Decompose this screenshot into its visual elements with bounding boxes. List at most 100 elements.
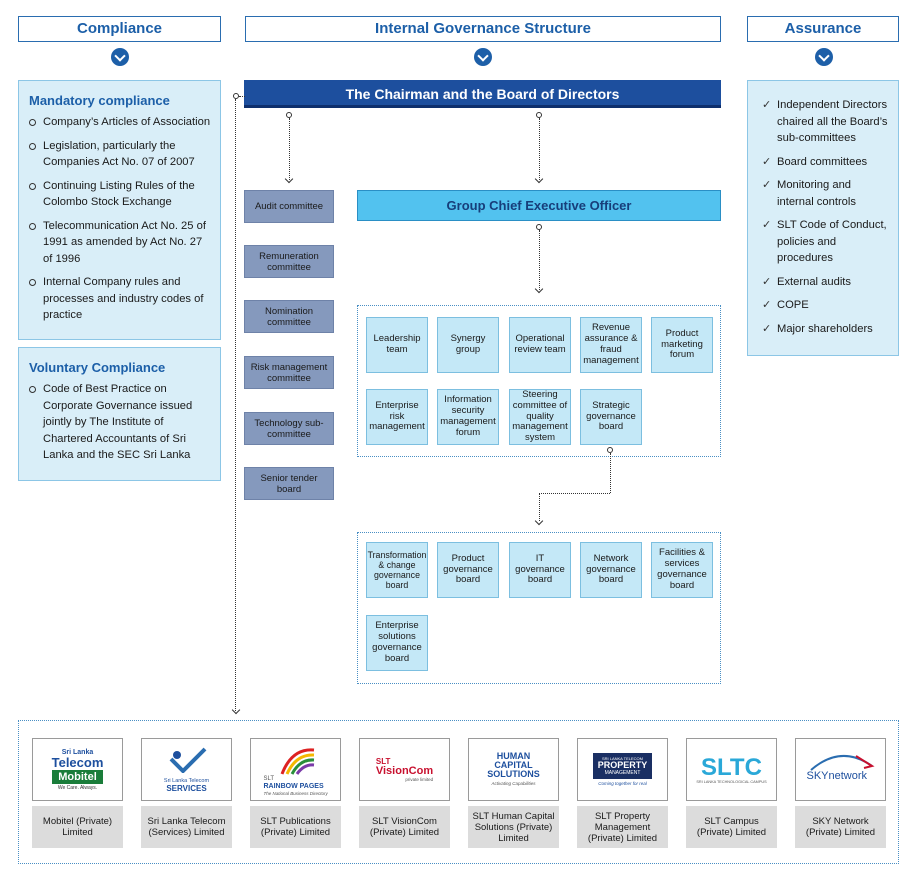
list-item: Board committees bbox=[762, 154, 890, 171]
connector-line bbox=[539, 118, 540, 180]
committee-box: Technology sub-committee bbox=[244, 412, 334, 445]
sltc-logo: SLTC SRI LANKA TECHNOLOGICAL CAMPUS bbox=[686, 738, 777, 801]
list-item: Telecommunication Act No. 25 of 1991 as … bbox=[29, 218, 212, 268]
logo-text: SKYnetwork bbox=[806, 769, 868, 782]
logo-text: SRI LANKA TELECOM bbox=[601, 756, 644, 761]
logo-text: Coming together for real bbox=[598, 781, 647, 786]
committee-box: Risk management committee bbox=[244, 356, 334, 389]
connector-line bbox=[539, 493, 540, 521]
logo-text: CAPITAL bbox=[494, 759, 533, 770]
committee-box: Audit committee bbox=[244, 190, 334, 223]
forum-box: Operational review team bbox=[509, 317, 571, 373]
governance-board-box: Enterprise solutions governance board bbox=[366, 615, 428, 671]
logo-text: Activating Capabilities bbox=[491, 780, 536, 786]
board-of-directors-box: The Chairman and the Board of Directors bbox=[244, 80, 721, 108]
chevron-down-icon bbox=[815, 48, 833, 66]
governance-board-box: Product governance board bbox=[437, 542, 499, 598]
mandatory-compliance-title: Mandatory compliance bbox=[29, 93, 170, 108]
governance-board-box: Facilities & services governance board bbox=[651, 542, 713, 598]
mandatory-compliance-panel: Mandatory compliance Company’s Articles … bbox=[18, 80, 221, 340]
logo-text: SLTC bbox=[701, 753, 762, 781]
governance-board-box: Network governance board bbox=[580, 542, 642, 598]
arrow-down-icon bbox=[534, 284, 544, 294]
forum-box: Leadership team bbox=[366, 317, 428, 373]
assurance-header: Assurance bbox=[747, 16, 899, 42]
connector-node bbox=[536, 224, 542, 230]
connector-node bbox=[607, 447, 613, 453]
forums-group bbox=[357, 305, 721, 457]
slt-services-logo: Sri Lanka Telecom SERVICES bbox=[141, 738, 232, 801]
connector-line bbox=[539, 230, 540, 290]
voluntary-compliance-title: Voluntary Compliance bbox=[29, 360, 166, 375]
logo-text: MANAGEMENT bbox=[604, 770, 641, 776]
committee-box: Nomination committee bbox=[244, 300, 334, 333]
connector-line bbox=[235, 99, 236, 711]
logo-text: SLT bbox=[375, 756, 391, 766]
arrow-down-icon bbox=[534, 516, 544, 526]
forum-box: Enterprise risk management bbox=[366, 389, 428, 445]
logo-text: SLT bbox=[263, 775, 275, 782]
human-capital-solutions-logo: HUMAN CAPITAL SOLUTIONS Activating Capab… bbox=[468, 738, 559, 801]
list-item: COPE bbox=[762, 297, 890, 314]
voluntary-compliance-panel: Voluntary Compliance Code of Best Practi… bbox=[18, 347, 221, 481]
logo-text: The National Business Directory bbox=[263, 790, 328, 796]
compliance-header: Compliance bbox=[18, 16, 221, 42]
governance-boards-group bbox=[357, 532, 721, 684]
ceo-box: Group Chief Executive Officer bbox=[357, 190, 721, 221]
slt-services-mark-icon bbox=[169, 747, 206, 774]
visioncom-logo: SLT VisionCom private limited bbox=[359, 738, 450, 801]
list-item: Independent Directors chaired all the Bo… bbox=[762, 97, 890, 147]
logo-text: VisionCom bbox=[375, 764, 434, 777]
list-item: Code of Best Practice on Corporate Gover… bbox=[29, 381, 212, 464]
logo-text: Sri Lanka Telecom bbox=[163, 777, 210, 784]
forum-box: Revenue assurance & fraud management bbox=[580, 317, 642, 373]
logo-text: SRI LANKA TECHNOLOGICAL CAMPUS bbox=[696, 779, 767, 784]
logo-text: Mobitel bbox=[51, 769, 104, 784]
governance-header: Internal Governance Structure bbox=[245, 16, 721, 42]
subsidiary-caption: SLT Human Capital Solutions (Private) Li… bbox=[468, 806, 559, 848]
arrow-down-icon bbox=[534, 174, 544, 184]
list-item: Legislation, particularly the Companies … bbox=[29, 138, 212, 171]
forum-box: Synergy group bbox=[437, 317, 499, 373]
governance-board-box: IT governance board bbox=[509, 542, 571, 598]
list-item: External audits bbox=[762, 274, 890, 291]
connector-line bbox=[289, 118, 290, 180]
list-item: Internal Company rules and processes and… bbox=[29, 274, 212, 324]
logo-text: PROPERTY bbox=[597, 760, 648, 770]
connector-line bbox=[539, 493, 610, 494]
logo-text: RAINBOW PAGES bbox=[263, 782, 324, 790]
committee-box: Remuneration committee bbox=[244, 245, 334, 278]
logo-text: We Care. Always. bbox=[57, 784, 98, 791]
voluntary-compliance-list: Code of Best Practice on Corporate Gover… bbox=[29, 381, 212, 464]
assurance-list: Independent Directors chaired all the Bo… bbox=[762, 97, 890, 337]
logo-text: SERVICES bbox=[166, 783, 207, 793]
connector-node bbox=[233, 93, 239, 99]
logo-text: SOLUTIONS bbox=[487, 768, 540, 779]
rainbow-pages-mark-icon bbox=[280, 747, 314, 775]
subsidiary-caption: SLT Publications (Private) Limited bbox=[250, 806, 341, 848]
property-management-logo: SRI LANKA TELECOM PROPERTY MANAGEMENT Co… bbox=[577, 738, 668, 801]
chevron-down-icon bbox=[111, 48, 129, 66]
forum-box: Information security management forum bbox=[437, 389, 499, 445]
list-item: Continuing Listing Rules of the Colombo … bbox=[29, 178, 212, 211]
list-item: Major shareholders bbox=[762, 321, 890, 338]
subsidiary-caption: Sri Lanka Telecom (Services) Limited bbox=[141, 806, 232, 848]
logo-text: Telecom bbox=[51, 754, 104, 770]
list-item: Monitoring and internal controls bbox=[762, 177, 890, 210]
list-item: Company’s Articles of Association bbox=[29, 114, 212, 131]
subsidiary-caption: Mobitel (Private) Limited bbox=[32, 806, 123, 848]
sky-network-swoosh-icon bbox=[809, 754, 875, 771]
connector-node bbox=[536, 112, 542, 118]
logo-text: Sri Lanka bbox=[61, 748, 94, 756]
connector-node bbox=[286, 112, 292, 118]
forum-box: Steering committee of quality management… bbox=[509, 389, 571, 445]
connector-line bbox=[239, 96, 245, 97]
chevron-down-icon bbox=[474, 48, 492, 66]
subsidiary-caption: SKY Network (Private) Limited bbox=[795, 806, 886, 848]
subsidiaries-group bbox=[18, 720, 899, 864]
subsidiary-caption: SLT VisionCom (Private) Limited bbox=[359, 806, 450, 848]
committee-box: Senior tender board bbox=[244, 467, 334, 500]
logo-text: HUMAN bbox=[496, 750, 531, 761]
sky-network-logo: SKYnetwork bbox=[795, 738, 886, 801]
assurance-panel: Independent Directors chaired all the Bo… bbox=[747, 80, 899, 356]
